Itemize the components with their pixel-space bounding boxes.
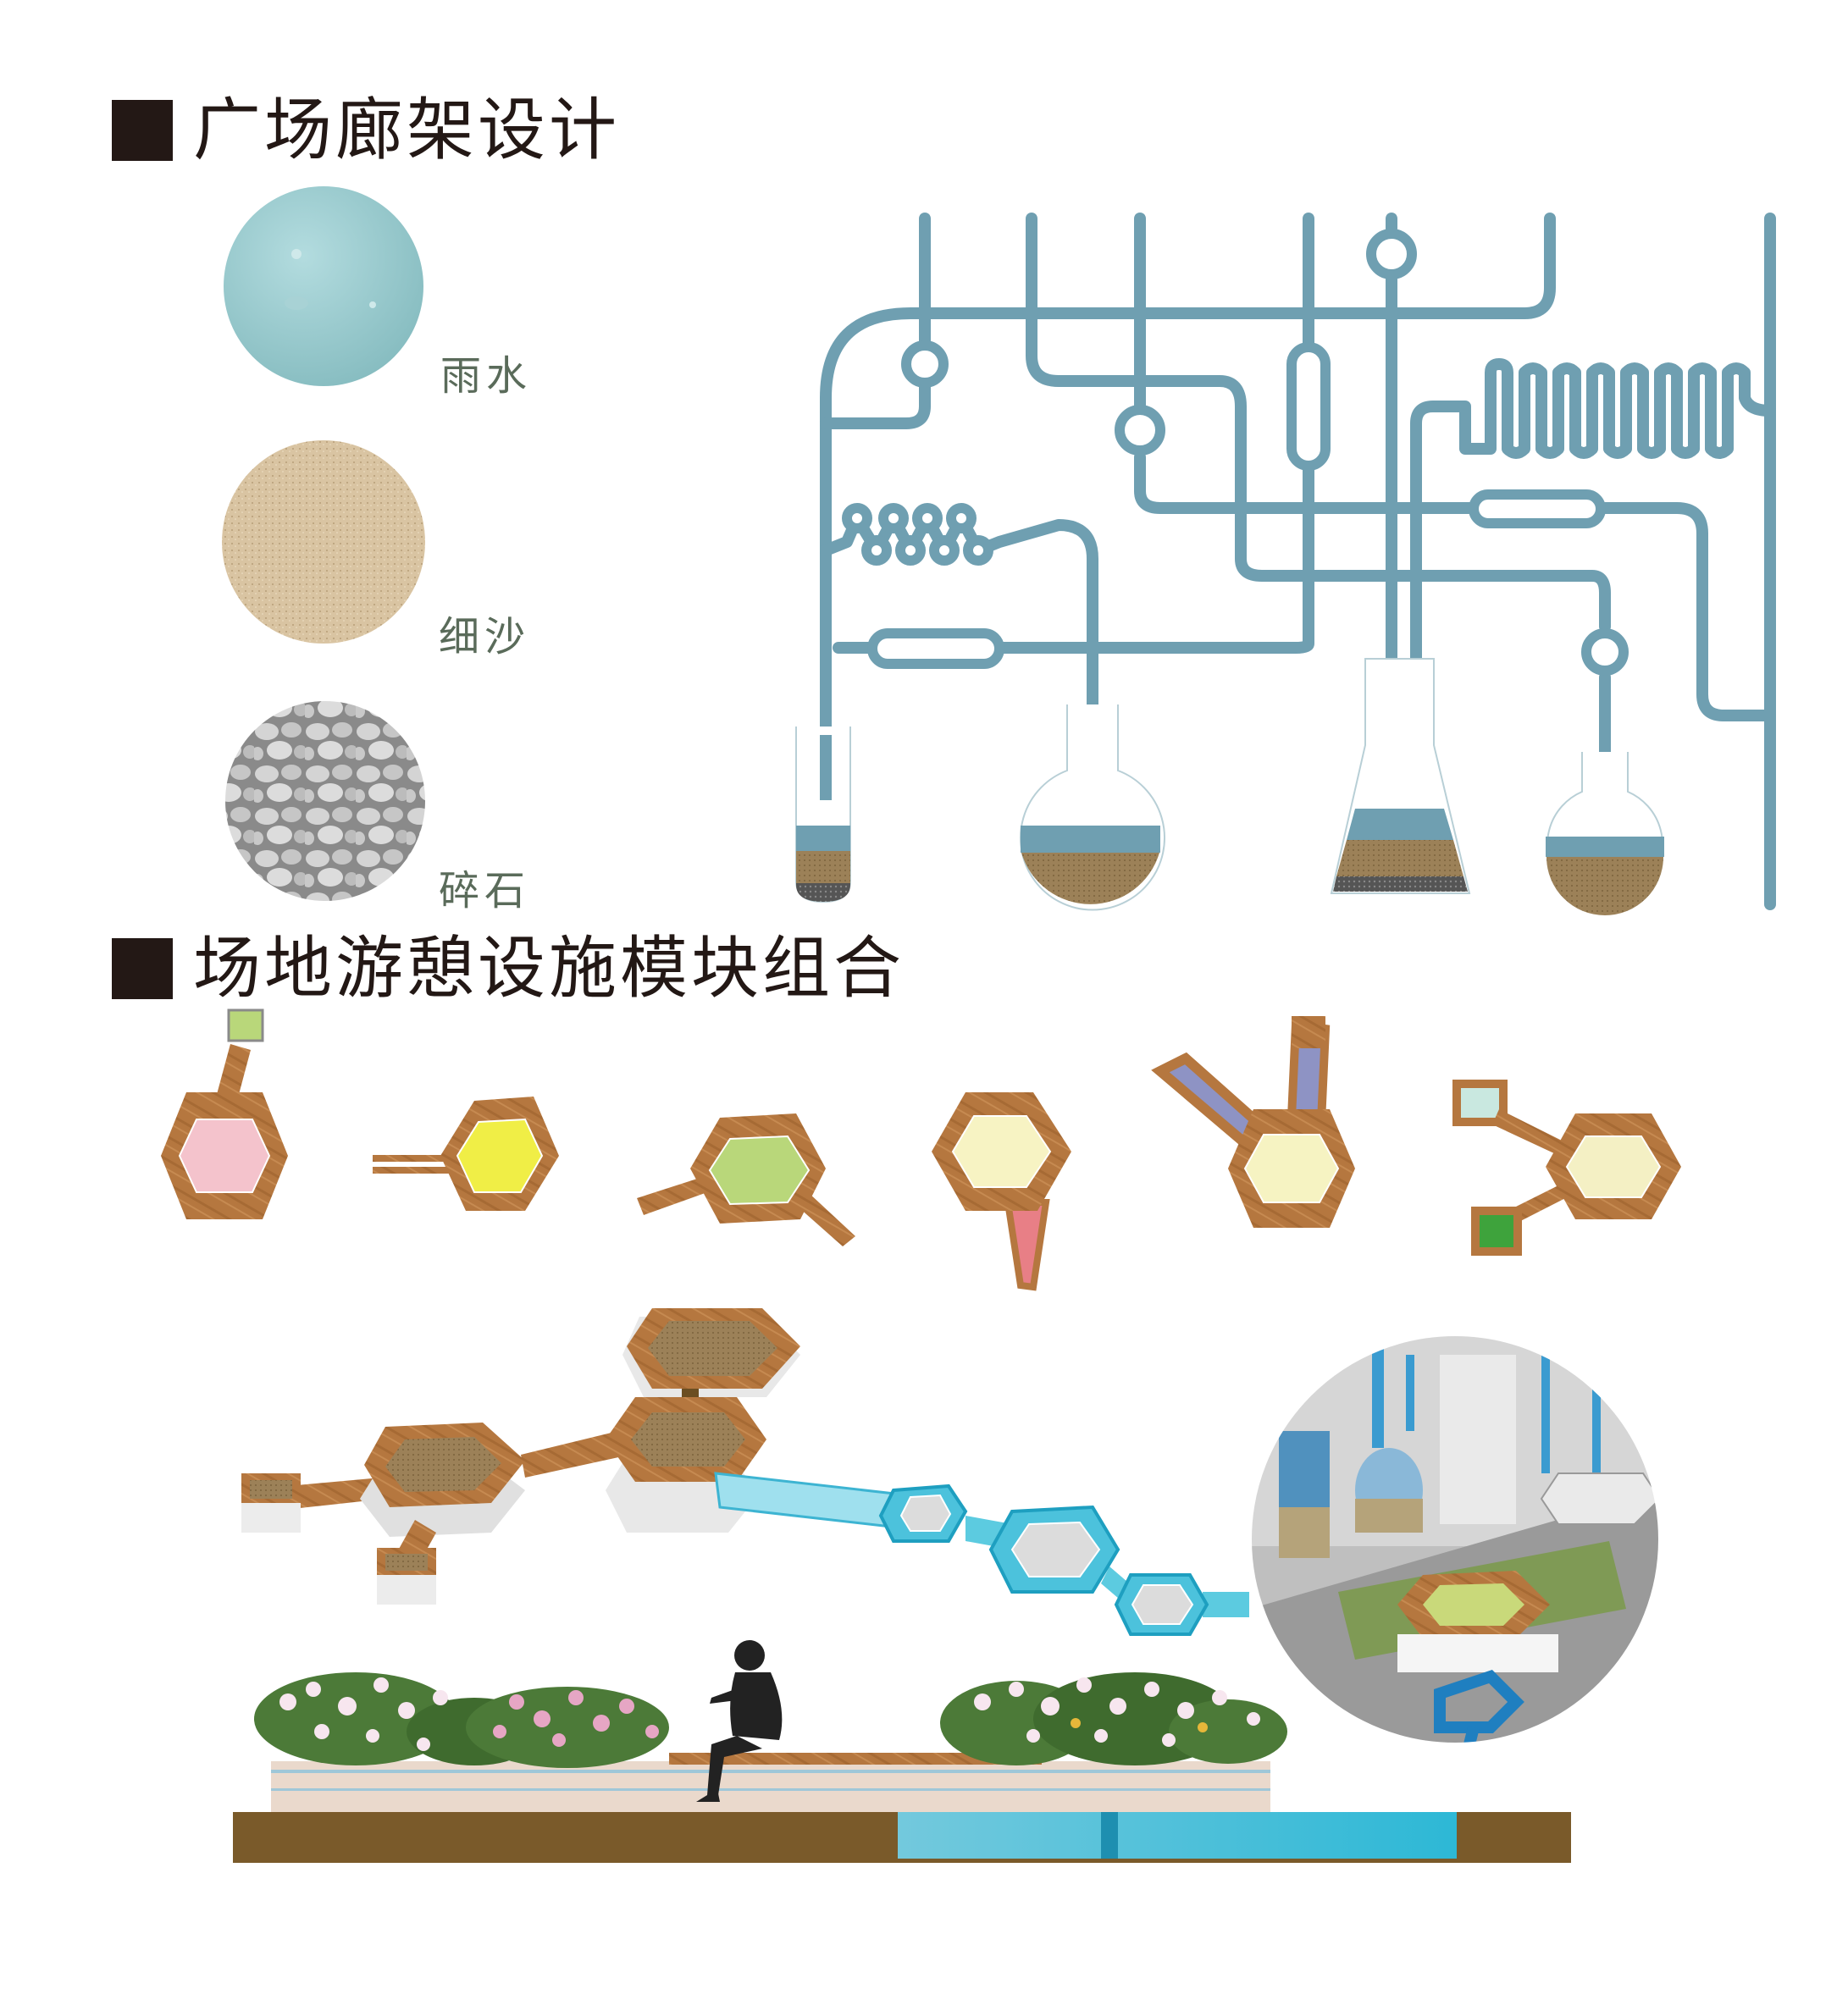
section-title-modules: 场地游憩设施模块组合 bbox=[193, 929, 905, 1008]
test-tube bbox=[795, 727, 851, 903]
pergola-pipe-network bbox=[820, 213, 1776, 910]
module-infill bbox=[178, 1119, 271, 1193]
bench-top bbox=[669, 1753, 1042, 1765]
material-label-rain: 雨水 bbox=[440, 352, 533, 400]
module-infill bbox=[708, 1135, 811, 1206]
pergola-pipe-nodes bbox=[842, 229, 1629, 676]
module-combo-1 bbox=[161, 1008, 288, 1219]
material-label-sand: 细沙 bbox=[439, 613, 531, 660]
module-infill bbox=[951, 1115, 1052, 1188]
heading-square-marker bbox=[112, 938, 173, 999]
material-swatch-rain bbox=[224, 186, 423, 386]
module-combo-6 bbox=[1452, 1080, 1681, 1256]
round-bottom-flask-right bbox=[1546, 752, 1664, 915]
module-combo-3 bbox=[637, 1113, 855, 1246]
section-heading-modules: 场地游憩设施模块组合 bbox=[112, 935, 905, 1003]
material-swatch-gravel bbox=[225, 701, 425, 901]
heading-square-marker bbox=[112, 100, 173, 161]
module-infill bbox=[1243, 1134, 1340, 1203]
material-label-gravel: 碎石 bbox=[439, 867, 531, 914]
module-infill bbox=[1565, 1135, 1662, 1198]
material-swatch-sand bbox=[222, 440, 425, 644]
round-bottom-flask-left bbox=[1020, 704, 1165, 911]
module-infill bbox=[456, 1118, 544, 1193]
flower-planting-right bbox=[940, 1672, 1287, 1765]
water-channel bbox=[898, 1812, 1457, 1859]
section-title-pergola: 广场廊架设计 bbox=[193, 91, 620, 169]
planter-wall bbox=[271, 1761, 1270, 1812]
elevation-section bbox=[233, 1640, 1571, 1863]
module-combo-4 bbox=[932, 1092, 1071, 1291]
section-heading-pergola: 广场廊架设计 bbox=[112, 97, 620, 164]
module-combo-2 bbox=[373, 1097, 559, 1211]
flower-planting-left bbox=[254, 1672, 669, 1768]
module-combo-5 bbox=[1151, 1016, 1355, 1228]
perspective-vignette bbox=[1248, 1333, 1662, 1746]
person-silhouette bbox=[696, 1640, 783, 1802]
erlenmeyer-flask bbox=[1330, 658, 1471, 894]
axonometric-module-cluster bbox=[241, 1308, 1249, 1636]
